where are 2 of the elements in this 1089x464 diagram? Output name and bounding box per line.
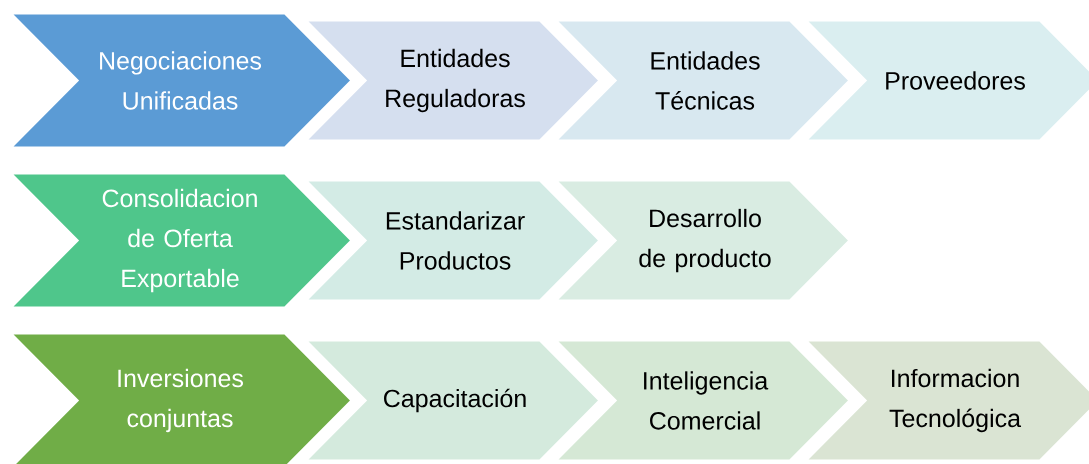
node-label: Inteligencia Comercial xyxy=(644,371,769,430)
node-label: Informacion Tecnológica xyxy=(889,368,1022,433)
